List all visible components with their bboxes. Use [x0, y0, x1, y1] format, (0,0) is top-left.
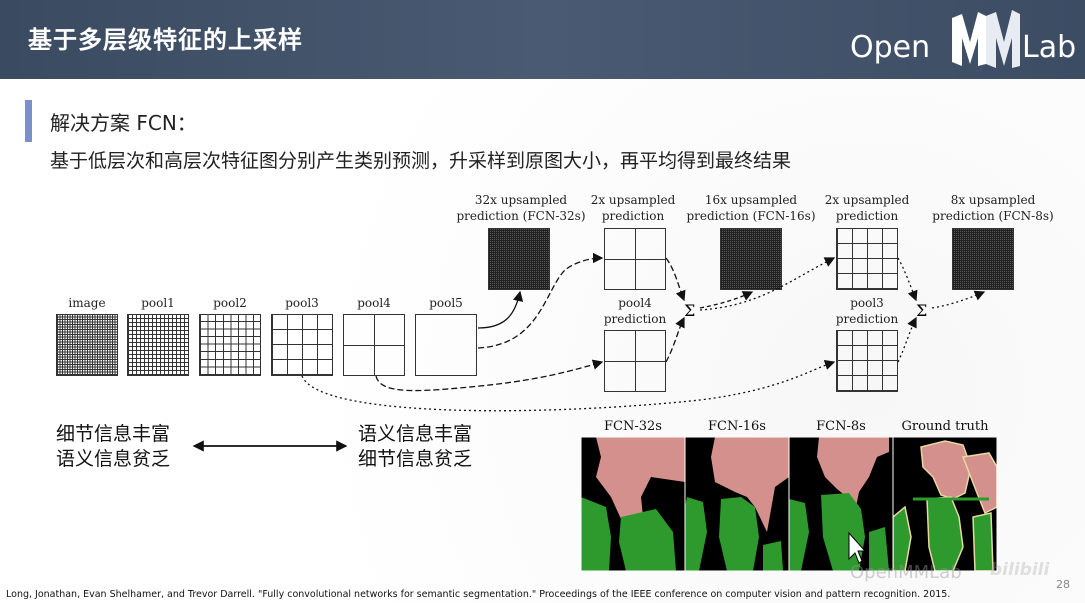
logo-text-lab: Lab — [1022, 30, 1077, 65]
arrow-sum2-to-8x — [931, 290, 986, 309]
label-8x-line2: prediction (FCN-8s) — [932, 209, 1054, 223]
arrow-pool5-to-2x — [477, 252, 604, 349]
label-pool3: pool3 — [285, 296, 319, 310]
label-pool5: pool5 — [429, 296, 463, 310]
label-2x-upsampled-a: 2x upsampled prediction — [578, 192, 688, 224]
watermark-bilibili: bilibili — [990, 560, 1050, 580]
label-16x-line2: prediction (FCN-16s) — [686, 209, 816, 223]
cursor-pointer-icon — [848, 531, 867, 564]
solution-title: 解决方案 FCN： — [50, 111, 197, 135]
seg-image-fcn16s — [685, 437, 789, 571]
label-32x-line2: prediction (FCN-32s) — [456, 209, 586, 223]
seg-label-fcn32s: FCN-32s — [604, 419, 662, 434]
pred-map-2x-a — [604, 228, 666, 290]
label-8x-line1: 8x upsampled — [950, 193, 1036, 207]
pred-map-8x — [952, 228, 1014, 290]
label-16x-line1: 16x upsampled — [704, 193, 798, 207]
solution-description: 基于低层次和高层次特征图分别产生类别预测，升采样到原图大小，再平均得到最终结果 — [50, 150, 792, 172]
label-2x-b-line2: prediction — [835, 209, 899, 223]
arrow-pool4-to-pred — [375, 359, 604, 392]
arrow-sum-to-16x — [699, 291, 754, 309]
page-number: 28 — [1056, 578, 1070, 591]
label-pool4-pred-line2: prediction — [603, 312, 667, 326]
seg-image-fcn32s — [581, 437, 685, 571]
label-pool4-prediction: pool4 prediction — [590, 295, 680, 327]
pred-map-16x — [720, 228, 782, 290]
seg-label-ground-truth: Ground truth — [901, 419, 989, 434]
tradeoff-left-line1: 细节信息丰富 — [56, 423, 171, 445]
feature-map-pool4 — [343, 314, 405, 376]
label-2x-a-line2: prediction — [601, 209, 665, 223]
label-2x-a-line1: 2x upsampled — [590, 193, 676, 207]
feature-map-pool1 — [127, 314, 189, 376]
label-pool3-pred-line2: prediction — [835, 312, 899, 326]
openmmlab-logo: Open Lab — [848, 6, 1080, 76]
watermark-openmmlab: OpenMMLab — [850, 562, 962, 583]
label-2x-b-line1: 2x upsampled — [824, 193, 910, 207]
header-bar: 基于多层级特征的上采样 Open Lab — [0, 0, 1085, 79]
sum-node-1: Σ — [684, 301, 695, 320]
label-image: image — [68, 296, 106, 310]
tradeoff-right-line2: 细节信息贫乏 — [358, 448, 473, 470]
label-2x-upsampled-b: 2x upsampled prediction — [812, 192, 922, 224]
arrow-2x-to-sum — [665, 257, 686, 302]
section-accent-bar — [25, 100, 32, 142]
tradeoff-left-line2: 语义信息贫乏 — [56, 448, 171, 470]
feature-map-pool2 — [199, 314, 261, 376]
feature-map-pool5 — [415, 314, 477, 376]
label-pool3-pred-line1: pool3 — [850, 296, 884, 310]
slide-title: 基于多层级特征的上采样 — [28, 26, 303, 54]
arrow-pool3pred-to-sum2 — [897, 316, 917, 363]
pred-map-2x-b — [836, 228, 898, 290]
arrow-pool4pred-to-sum — [665, 316, 685, 363]
pred-map-pool3 — [836, 330, 898, 392]
arrow-pool3-to-pred — [301, 359, 836, 412]
tradeoff-right: 语义信息丰富 细节信息贫乏 — [358, 422, 472, 472]
feature-map-image — [56, 314, 118, 376]
label-32x-line1: 32x upsampled — [474, 193, 568, 207]
label-8x-prediction: 8x upsampled prediction (FCN-8s) — [918, 192, 1068, 224]
arrow-2xb-to-sum2 — [897, 257, 918, 302]
label-pool2: pool2 — [213, 296, 247, 310]
label-pool4-pred-line1: pool4 — [618, 296, 652, 310]
label-pool4: pool4 — [357, 296, 391, 310]
tradeoff-right-line1: 语义信息丰富 — [358, 423, 473, 445]
feature-map-pool3 — [271, 314, 333, 376]
seg-label-fcn16s: FCN-16s — [708, 419, 766, 434]
sum-node-2: Σ — [916, 301, 927, 320]
label-32x-prediction: 32x upsampled prediction (FCN-32s) — [446, 192, 596, 224]
pred-map-pool4 — [604, 330, 666, 392]
pred-map-32x — [488, 228, 550, 290]
label-pool3-prediction: pool3 prediction — [822, 295, 912, 327]
seg-label-fcn8s: FCN-8s — [816, 419, 866, 434]
label-16x-prediction: 16x upsampled prediction (FCN-16s) — [676, 192, 826, 224]
arrow-sum-to-2x-b — [699, 257, 836, 311]
tradeoff-left: 细节信息丰富 语义信息贫乏 — [56, 422, 170, 472]
mm-logo-icon — [952, 10, 1020, 68]
seg-image-ground-truth — [893, 437, 997, 571]
citation: Long, Jonathan, Evan Shelhamer, and Trev… — [6, 589, 951, 600]
arrow-pool5-to-32x — [477, 290, 524, 329]
label-pool1: pool1 — [141, 296, 175, 310]
seg-image-fcn8s — [789, 437, 893, 571]
logo-text-open: Open — [850, 30, 931, 65]
